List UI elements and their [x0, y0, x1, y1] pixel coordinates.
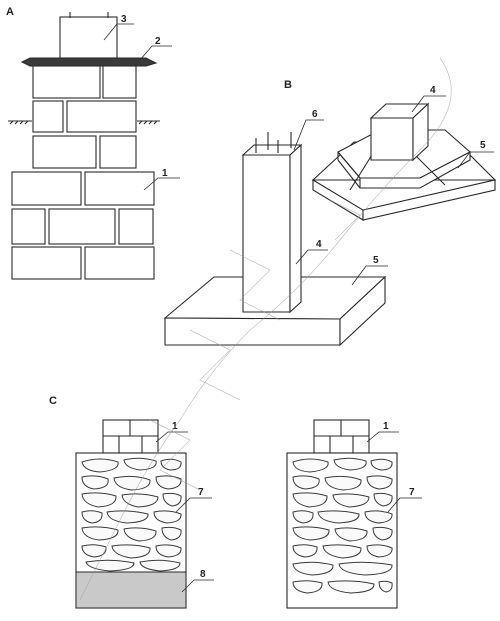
section-label-a: A	[6, 6, 14, 18]
section-label-b: B	[284, 79, 292, 91]
column-on-slab	[163, 132, 387, 347]
callout-a3: 3	[121, 14, 127, 25]
callout-c7-right: 7	[409, 487, 415, 498]
callout-a2: 2	[155, 36, 161, 47]
section-label-c: C	[49, 395, 57, 407]
callout-a1: 1	[162, 168, 168, 179]
callout-b6: 6	[312, 109, 318, 120]
callout-c1-right: 1	[383, 421, 389, 432]
leader-a3	[103, 23, 134, 41]
leader-c1-right	[366, 431, 399, 443]
callout-c7-left: 7	[198, 487, 204, 498]
callout-b4-left: 4	[316, 239, 322, 250]
leader-b4-left	[295, 249, 328, 265]
leader-b6	[293, 119, 324, 151]
leader-c1-left	[155, 431, 188, 443]
ground-shading	[75, 571, 187, 609]
rubble-footing-plain	[286, 419, 398, 609]
callout-b5-right: 5	[480, 140, 486, 151]
damp-proof-layer	[20, 57, 158, 67]
stepped-footing	[311, 102, 497, 221]
leader-b5-left	[351, 265, 388, 286]
hatched-ground-icon	[8, 120, 160, 125]
callout-c8: 8	[200, 569, 206, 580]
leader-c8	[181, 579, 214, 593]
leader-c7-right	[387, 497, 422, 513]
brick-footing	[11, 65, 155, 280]
column-block-a	[59, 16, 118, 59]
callout-b4-right: 4	[430, 85, 436, 96]
leader-b5-right	[457, 151, 494, 169]
leader-a2	[139, 45, 172, 61]
watermark	[79, 57, 452, 601]
rubble-footing-shaded	[75, 419, 187, 609]
leader-a1	[143, 177, 180, 191]
leader-b4-right	[411, 95, 446, 113]
callout-b5-left: 5	[373, 255, 379, 266]
leader-c7-left	[175, 497, 212, 513]
